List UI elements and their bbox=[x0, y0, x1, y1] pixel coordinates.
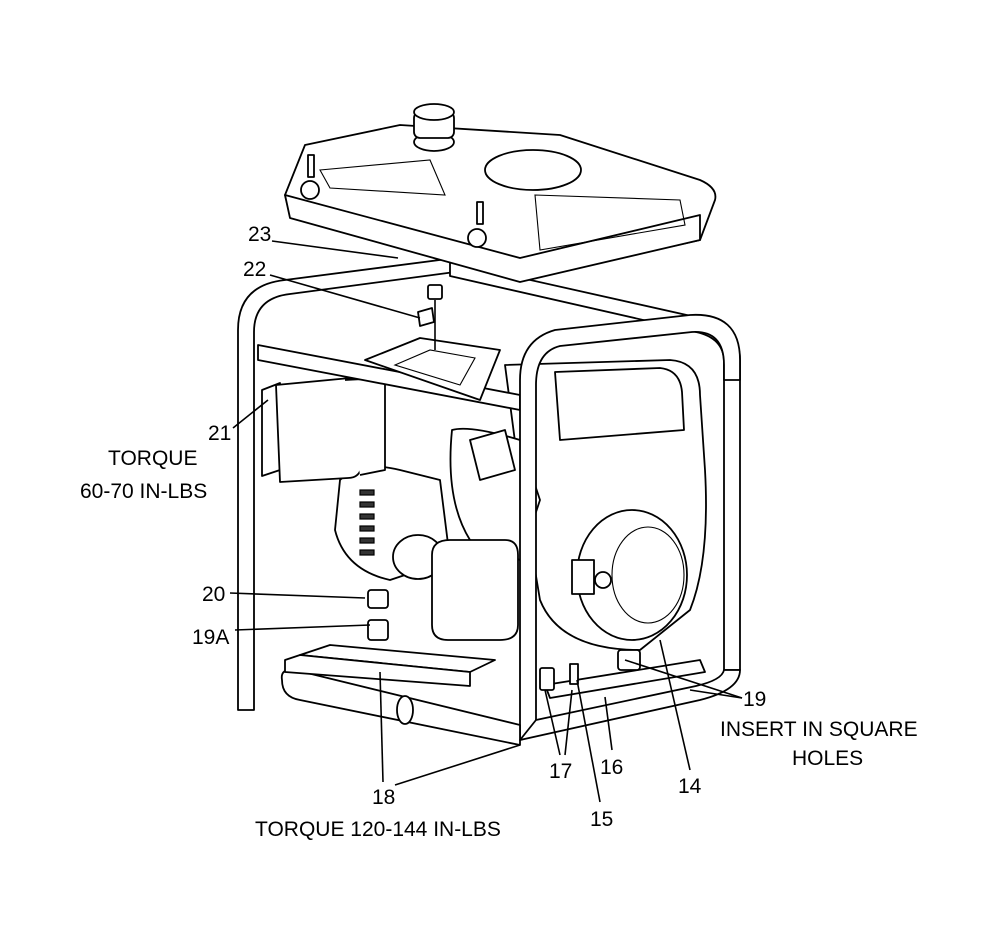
bushing-23 bbox=[427, 284, 443, 300]
insert-note-line1: INSERT IN SQUARE bbox=[720, 718, 918, 741]
callout-15: 15 bbox=[590, 808, 613, 831]
callout-20: 20 bbox=[202, 583, 225, 606]
rubber-mounts bbox=[367, 589, 641, 691]
leader-lines bbox=[229, 240, 743, 803]
callout-21: 21 bbox=[208, 422, 231, 445]
callout-22: 22 bbox=[243, 258, 266, 281]
bolt-22 bbox=[417, 307, 435, 327]
callout-18: 18 bbox=[372, 786, 395, 809]
callout-19a: 19A bbox=[192, 626, 229, 649]
callout-19: 19 bbox=[743, 688, 766, 711]
callout-23: 23 bbox=[248, 223, 271, 246]
engine bbox=[449, 359, 707, 651]
air-cleaner bbox=[431, 539, 519, 641]
fuel-tank bbox=[284, 103, 717, 283]
insert-note-line2: HOLES bbox=[792, 747, 863, 770]
callout-16: 16 bbox=[600, 756, 623, 779]
alternator bbox=[334, 465, 451, 581]
torque-note-large: TORQUE 120-144 IN-LBS bbox=[255, 818, 501, 841]
control-box bbox=[261, 377, 386, 483]
torque-note-small-line2: 60-70 IN-LBS bbox=[80, 480, 207, 503]
callout-17: 17 bbox=[549, 760, 572, 783]
torque-note-small-line1: TORQUE bbox=[108, 447, 197, 470]
callout-14: 14 bbox=[678, 775, 702, 798]
tank-bracket bbox=[364, 337, 501, 401]
